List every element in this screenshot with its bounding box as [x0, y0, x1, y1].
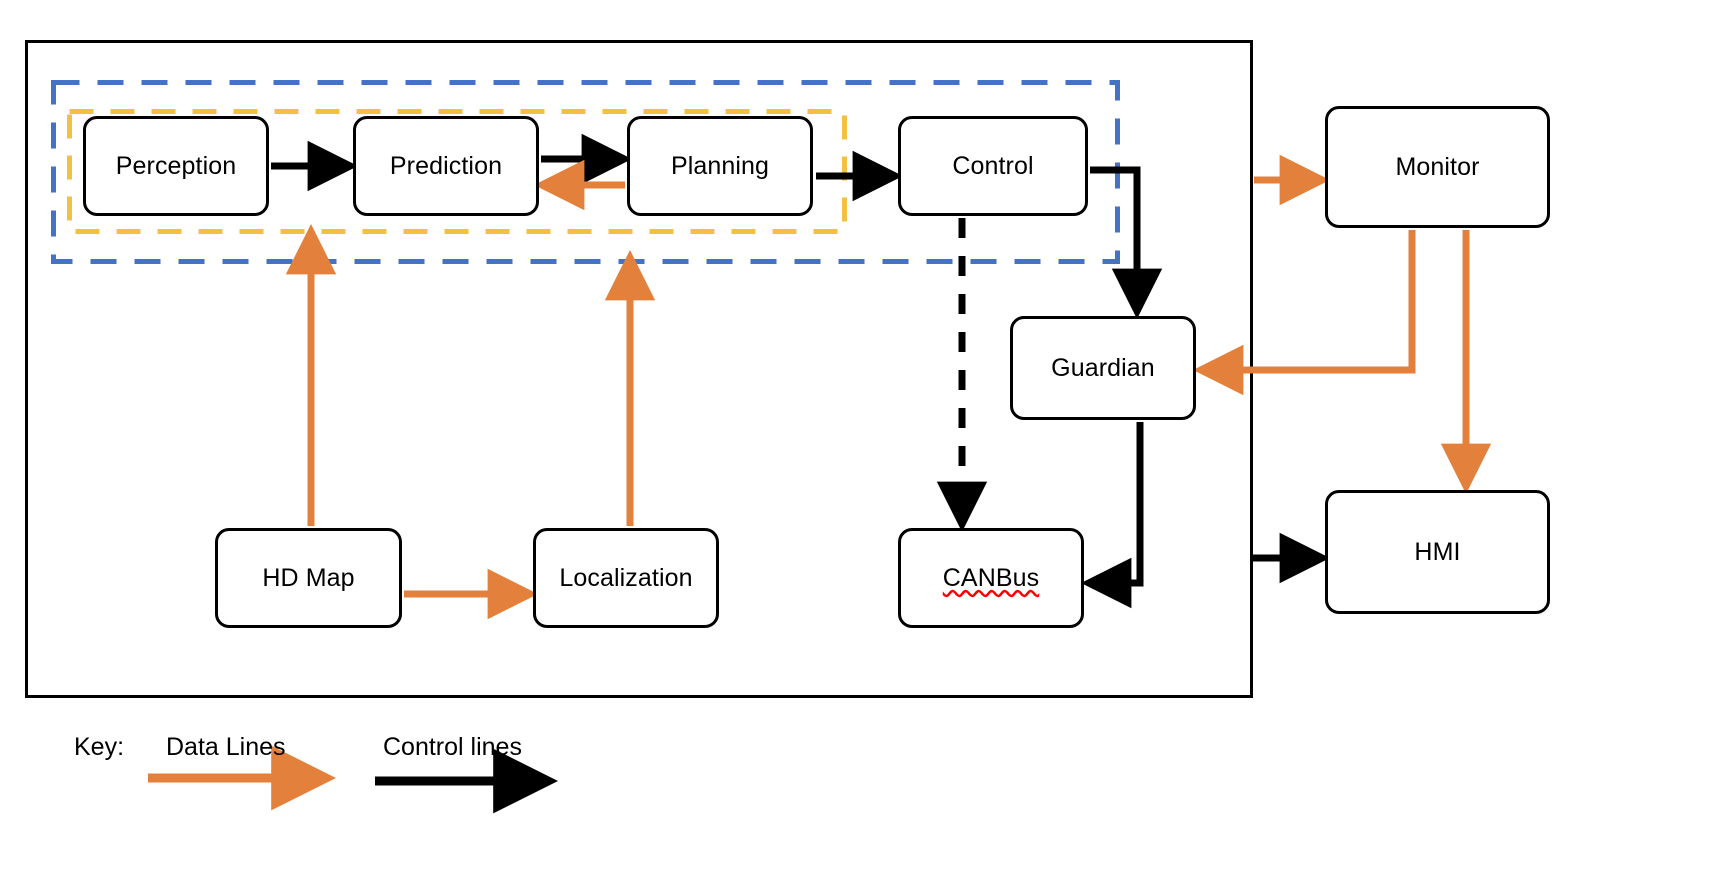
- edge-control-to-guardian: [1090, 166, 1163, 320]
- edge-guardian-to-canbus: [1080, 422, 1144, 609]
- node-hmi[interactable]: HMI: [1325, 490, 1550, 614]
- node-control[interactable]: Control: [898, 116, 1088, 216]
- node-control-label: Control: [952, 151, 1034, 180]
- node-localization[interactable]: Localization: [533, 528, 719, 628]
- group-yellow-dashed-box: [67, 109, 847, 234]
- node-hd-map[interactable]: HD Map: [215, 528, 402, 628]
- node-guardian-label: Guardian: [1051, 353, 1155, 382]
- node-prediction[interactable]: Prediction: [353, 116, 539, 216]
- node-canbus-label: CANBus: [942, 563, 1040, 592]
- legend-data-lines-label: Data Lines: [166, 733, 286, 761]
- node-canbus[interactable]: CANBus: [898, 528, 1084, 628]
- node-localization-label: Localization: [559, 563, 693, 592]
- node-hmi-label: HMI: [1414, 537, 1461, 566]
- node-perception[interactable]: Perception: [83, 116, 269, 216]
- node-hd-map-label: HD Map: [262, 563, 355, 592]
- node-prediction-label: Prediction: [389, 151, 503, 180]
- legend-key-label: Key:: [74, 733, 125, 761]
- node-planning-label: Planning: [670, 151, 770, 180]
- node-perception-label: Perception: [115, 151, 237, 180]
- node-monitor[interactable]: Monitor: [1325, 106, 1550, 228]
- node-monitor-label: Monitor: [1395, 152, 1480, 181]
- legend-control-lines-label: Control lines: [383, 733, 522, 761]
- edge-monitor-to-guardian: [1192, 230, 1416, 396]
- node-planning[interactable]: Planning: [627, 116, 813, 216]
- node-guardian[interactable]: Guardian: [1010, 316, 1196, 420]
